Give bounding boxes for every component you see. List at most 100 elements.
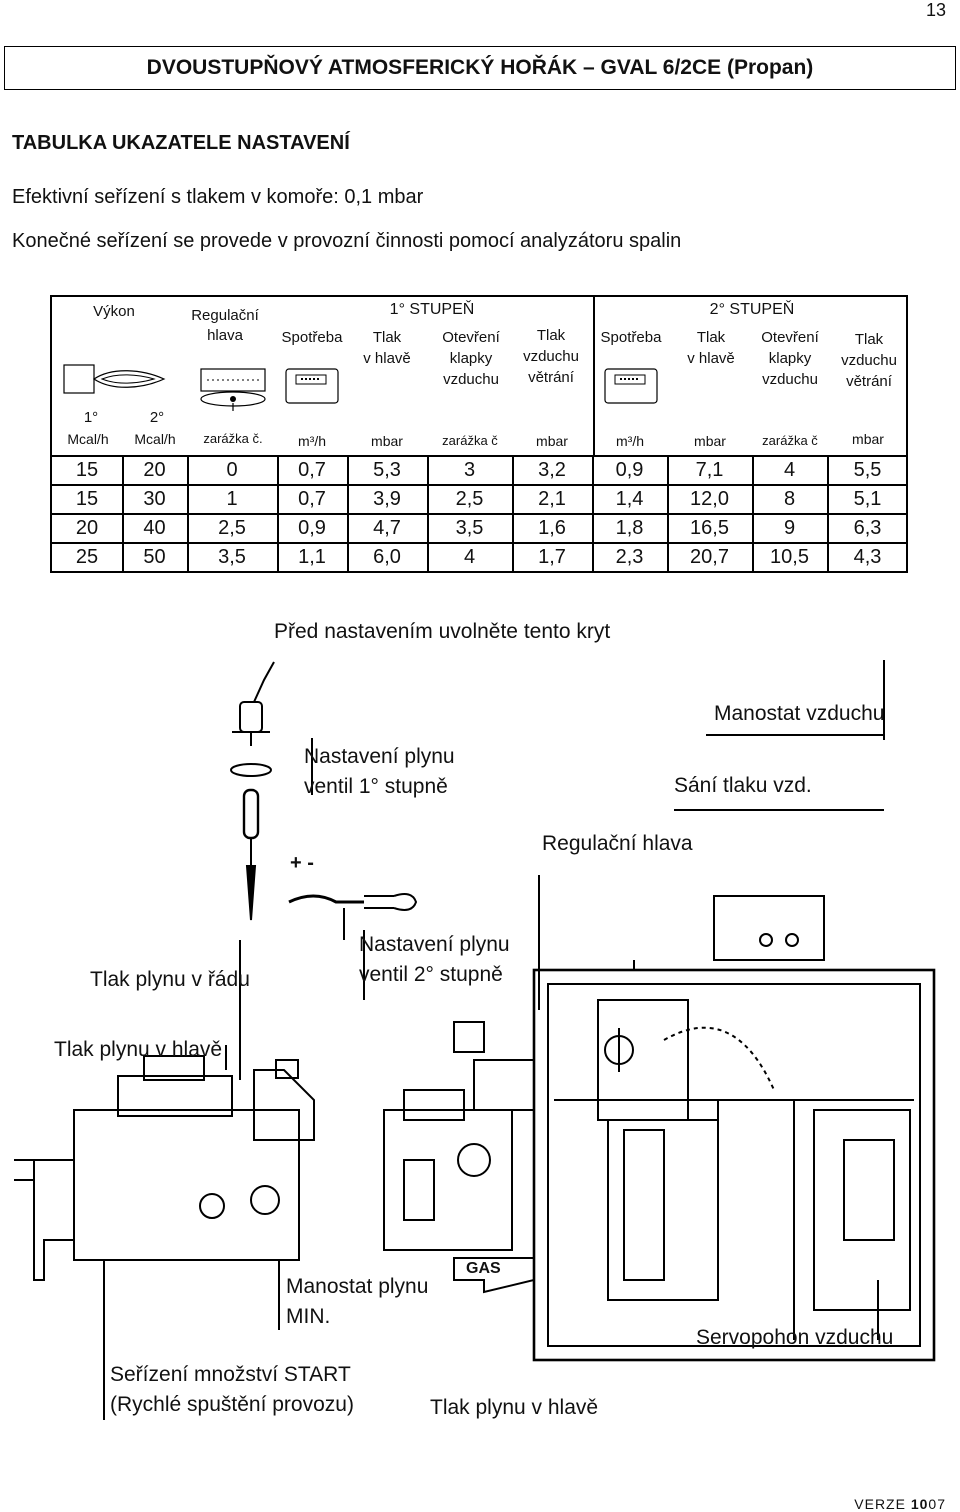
section-heading: TABULKA UKAZATELE NASTAVENÍ [12,132,350,154]
label-line: ventil 2° stupně [359,963,503,986]
table-cell: 40 [143,517,166,539]
label-before-setting: Před nastavením uvolněte tento kryt [274,620,611,643]
table-cell: 20 [143,459,166,481]
label-line: Nastavení plynu [304,745,455,768]
row-divider [52,484,908,486]
label-start-quantity: Seřízení množství START (Rychlé spuštění… [110,1360,354,1420]
table-cell: 3,2 [538,459,566,481]
unit-m3h-1: m³/h [298,433,326,449]
table-cell: 20,7 [690,546,729,568]
plus-minus-sign: + - [290,852,314,874]
header-vetrani-1: větrání [528,369,574,386]
footer-suffix: 07 [928,1496,946,1512]
header-spotreba-1: Spotřeba [281,329,343,346]
header-stage2-power: 2° [149,409,165,426]
header-tlak-2: Tlak [696,329,726,346]
table-cell: 4 [783,459,796,481]
footer-bold: 10 [910,1496,929,1512]
table-cell: 4,7 [373,517,401,539]
header-tlak-vetrani-1: Tlak [536,327,566,344]
unit-mcal-2: Mcal/h [134,431,176,447]
table-cell: 4,3 [853,546,882,568]
table-cell: 16,5 [690,517,729,539]
header-vhlave-1: v hlavě [363,350,411,367]
table-cell: 25 [75,546,99,568]
label-line: MIN. [286,1305,331,1328]
table-cell: 3,5 [218,546,246,568]
version-footer: VERZE 1007 [854,1496,946,1512]
header-vzduchu-1: vzduchu [443,371,499,388]
label-line: ventil 1° stupně [304,775,448,798]
table-cell: 1,8 [615,517,644,539]
table-cell: 10,5 [770,546,809,568]
stage-divider [593,297,595,455]
regulation-head-icon [200,368,266,411]
header-klapky-2: klapky [768,350,812,367]
row-divider [52,542,908,544]
table-cell: 1,1 [298,546,326,568]
gas-meter-icon [604,368,658,404]
header-hlava: hlava [207,327,243,344]
table-cell: 2,1 [538,488,566,510]
gas-meter-icon [285,368,339,404]
table-cell: 1 [226,488,238,510]
header-vzduchu-vetrani-1: vzduchu [523,348,579,365]
label-head-pressure-bottom: Tlak plynu v hlavě [430,1396,599,1419]
table-cell: 5,5 [853,459,882,481]
header-stupen-1: 1° STUPEŇ [389,301,475,318]
page-title: DVOUSTUPŇOVÝ ATMOSFERICKÝ HOŘÁK – GVAL 6… [4,46,956,90]
label-gas-pressostat-min: Manostat plynu MIN. [286,1272,428,1332]
table-cell: 0,7 [298,488,326,510]
unit-mbar-vetrani-1: mbar [536,433,568,449]
page-number: 13 [925,0,946,20]
label-line: Nastavení plynu [359,933,510,956]
header-stupen-2: 2° STUPEŇ [709,301,795,318]
label-gas-setting-valve-2: Nastavení plynu ventil 2° stupně [359,930,510,990]
table-cell: 6,0 [373,546,401,568]
table-cell: 8 [783,488,796,510]
header-otevreni-2: Otevření [761,329,819,346]
table-cell: 12,0 [690,488,729,510]
intro-line-1: Efektivní seřízení s tlakem v komoře: 0,… [12,186,424,208]
label-line-pressure: Tlak plynu v řádu [90,968,250,991]
label-line: (Rychlé spuštění provozu) [110,1393,354,1416]
unit-mcal-1: Mcal/h [67,431,109,447]
row-divider [52,513,908,515]
burner-diagram: Před nastavením uvolněte tento kryt Mano… [14,620,950,1440]
header-tlak-1: Tlak [372,329,402,346]
table-cell: 9 [783,517,796,539]
unit-zarazka-head: zarážka č. [203,431,263,446]
unit-m3h-2: m³/h [616,433,644,449]
header-vzduchu-vetrani-2: vzduchu [841,352,897,369]
flame-icon [63,364,166,394]
header-otevreni-1: Otevření [442,329,500,346]
unit-zarazka-2: zarážka č [762,433,818,448]
label-air-suction: Sání tlaku vzd. [674,774,812,797]
table-cell: 1,6 [538,517,566,539]
header-tlak-vetrani-2: Tlak [854,331,884,348]
unit-zarazka-1: zarážka č [442,433,498,448]
table-cell: 2,3 [615,546,644,568]
header-stage1-power: 1° [83,409,99,426]
label-air-servomotor: Servopohon vzduchu [696,1326,894,1349]
label-gas-setting-valve-1: Nastavení plynu ventil 1° stupně [304,742,455,802]
table-cell: 3,9 [373,488,401,510]
table-cell: 0,9 [615,459,644,481]
table-cell: 3 [463,459,476,481]
label-air-pressostat: Manostat vzduchu [714,702,885,725]
header-klapky-1: klapky [449,350,493,367]
table-cell: 0,7 [298,459,326,481]
table-cell: 2,5 [455,488,484,510]
footer-prefix: VERZE [854,1496,911,1512]
unit-mbar-1: mbar [371,433,403,449]
header-vhlave-2: v hlavě [687,350,735,367]
table-cell: 50 [143,546,166,568]
table-cell: 1,7 [538,546,566,568]
table-cell: 2,5 [218,517,246,539]
header-spotreba-2: Spotřeba [600,329,662,346]
header-vzduchu-2: vzduchu [762,371,818,388]
settings-table: Výkon Regulační hlava 1° STUPEŇ 2° STUPE… [50,295,908,573]
intro-line-2: Konečné seřízení se provede v provozní č… [12,230,682,252]
table-cell: 30 [143,488,166,510]
table-cell: 1,4 [615,488,644,510]
